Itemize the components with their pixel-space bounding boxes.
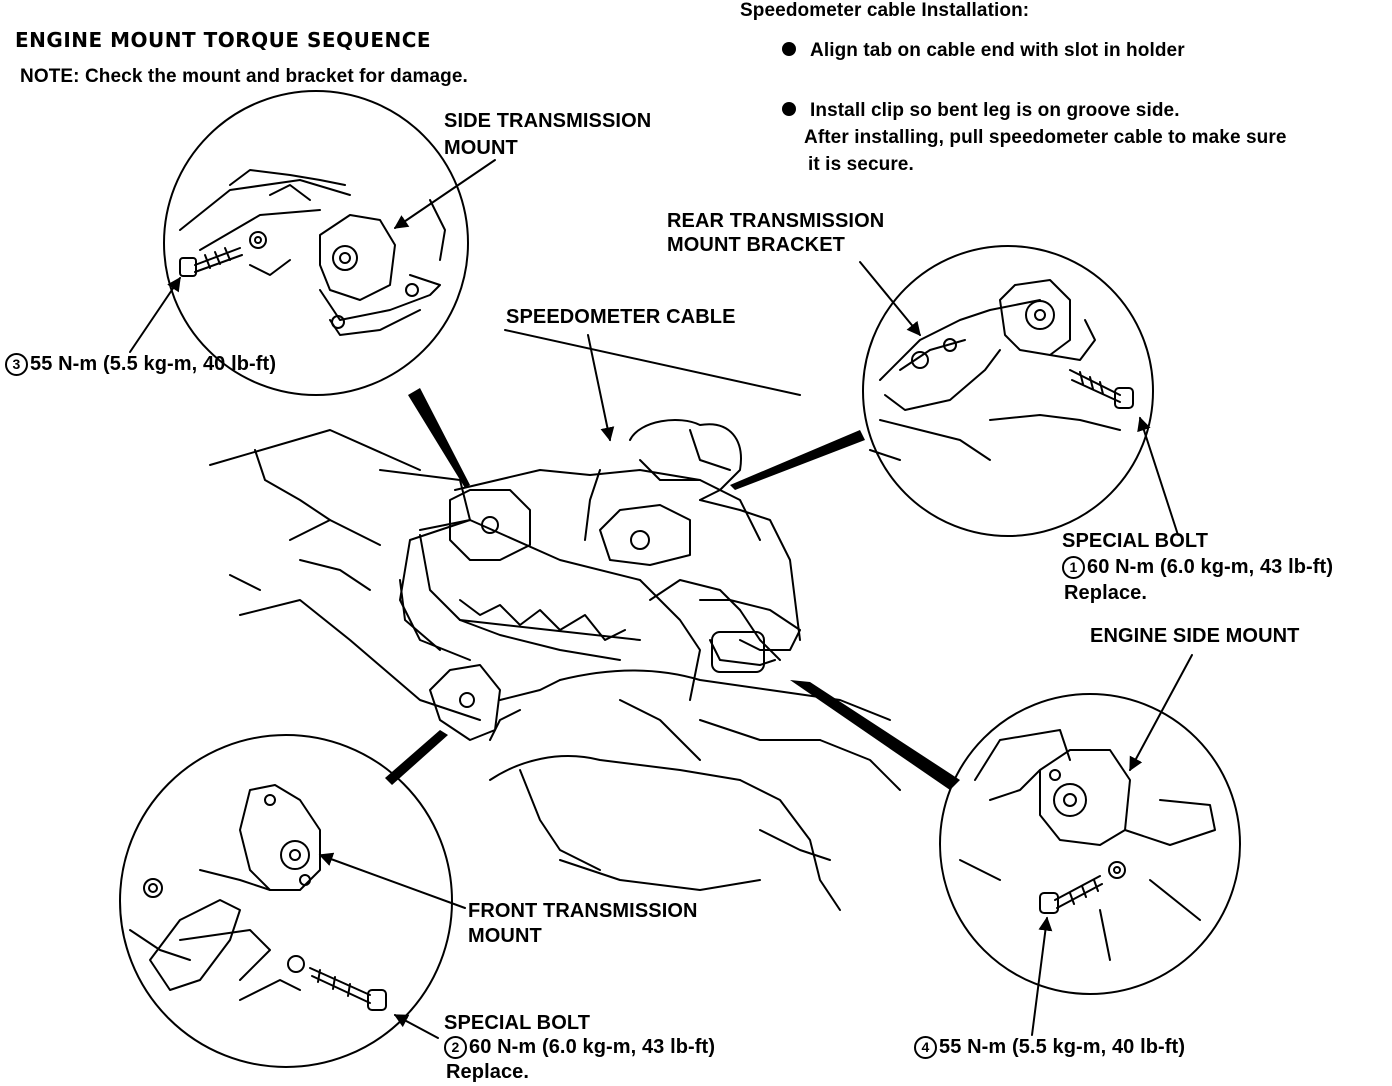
- side-transmission-mount-detail: [163, 90, 469, 396]
- label-front-transmission-mount-2: MOUNT: [468, 925, 542, 947]
- bullet-1-text: Align tab on cable end with slot in hold…: [810, 40, 1185, 61]
- label-front-transmission-mount: FRONT TRANSMISSION: [468, 900, 698, 922]
- sequence-number: 1: [1062, 556, 1085, 579]
- label-side-transmission-mount: SIDE TRANSMISSION: [444, 110, 652, 132]
- label-rear-transmission-mount-bracket: REAR TRANSMISSION: [667, 210, 885, 232]
- sequence-number: 2: [444, 1036, 467, 1059]
- rear-bolt-torque-value: 60 N-m (6.0 kg-m, 43 lb-ft): [1087, 556, 1334, 578]
- bullet-icon: [782, 42, 796, 56]
- speedo-install-bullet-2: Install clip so bent leg is on groove si…: [782, 97, 1180, 124]
- note-text: NOTE: Check the mount and bracket for da…: [20, 66, 468, 87]
- label-rear-special-bolt: SPECIAL BOLT: [1062, 530, 1209, 552]
- engine-body-illustration: [209, 329, 901, 911]
- engine-side-mount-detail: [939, 693, 1241, 995]
- speedo-install-bullet-1: Align tab on cable end with slot in hold…: [782, 37, 1185, 64]
- label-front-special-bolt: SPECIAL BOLT: [444, 1012, 591, 1034]
- side-torque-value: 55 N-m (5.5 kg-m, 40 lb-ft): [30, 353, 277, 375]
- bullet-icon: [782, 102, 796, 116]
- page-title: ENGINE MOUNT TORQUE SEQUENCE: [15, 28, 432, 52]
- label-side-transmission-mount-2: MOUNT: [444, 137, 518, 159]
- sequence-number: 4: [914, 1036, 937, 1059]
- leader-arrows: [129, 159, 1193, 1039]
- label-rear-transmission-mount-bracket-2: MOUNT BRACKET: [667, 234, 845, 256]
- front-transmission-mount-detail: [119, 734, 453, 1068]
- label-rear-bolt-replace: Replace.: [1064, 582, 1148, 604]
- callout-connectors: [385, 388, 960, 790]
- bullet-2-text: Install clip so bent leg is on groove si…: [810, 100, 1180, 121]
- rear-transmission-mount-detail: [862, 245, 1154, 537]
- label-front-bolt-replace: Replace.: [446, 1061, 530, 1083]
- speedo-install-bullet-2-line-2: After installing, pull speedometer cable…: [804, 127, 1287, 148]
- front-bolt-torque-value: 60 N-m (6.0 kg-m, 43 lb-ft): [469, 1036, 716, 1058]
- sequence-number: 3: [5, 353, 28, 376]
- label-speedometer-cable: SPEEDOMETER CABLE: [506, 306, 736, 328]
- engine-side-torque-value: 55 N-m (5.5 kg-m, 40 lb-ft): [939, 1036, 1186, 1058]
- speedo-install-bullet-2-line-3: it is secure.: [808, 154, 914, 175]
- label-engine-side-mount: ENGINE SIDE MOUNT: [1090, 625, 1300, 647]
- speedo-install-heading: Speedometer cable Installation:: [740, 0, 1030, 21]
